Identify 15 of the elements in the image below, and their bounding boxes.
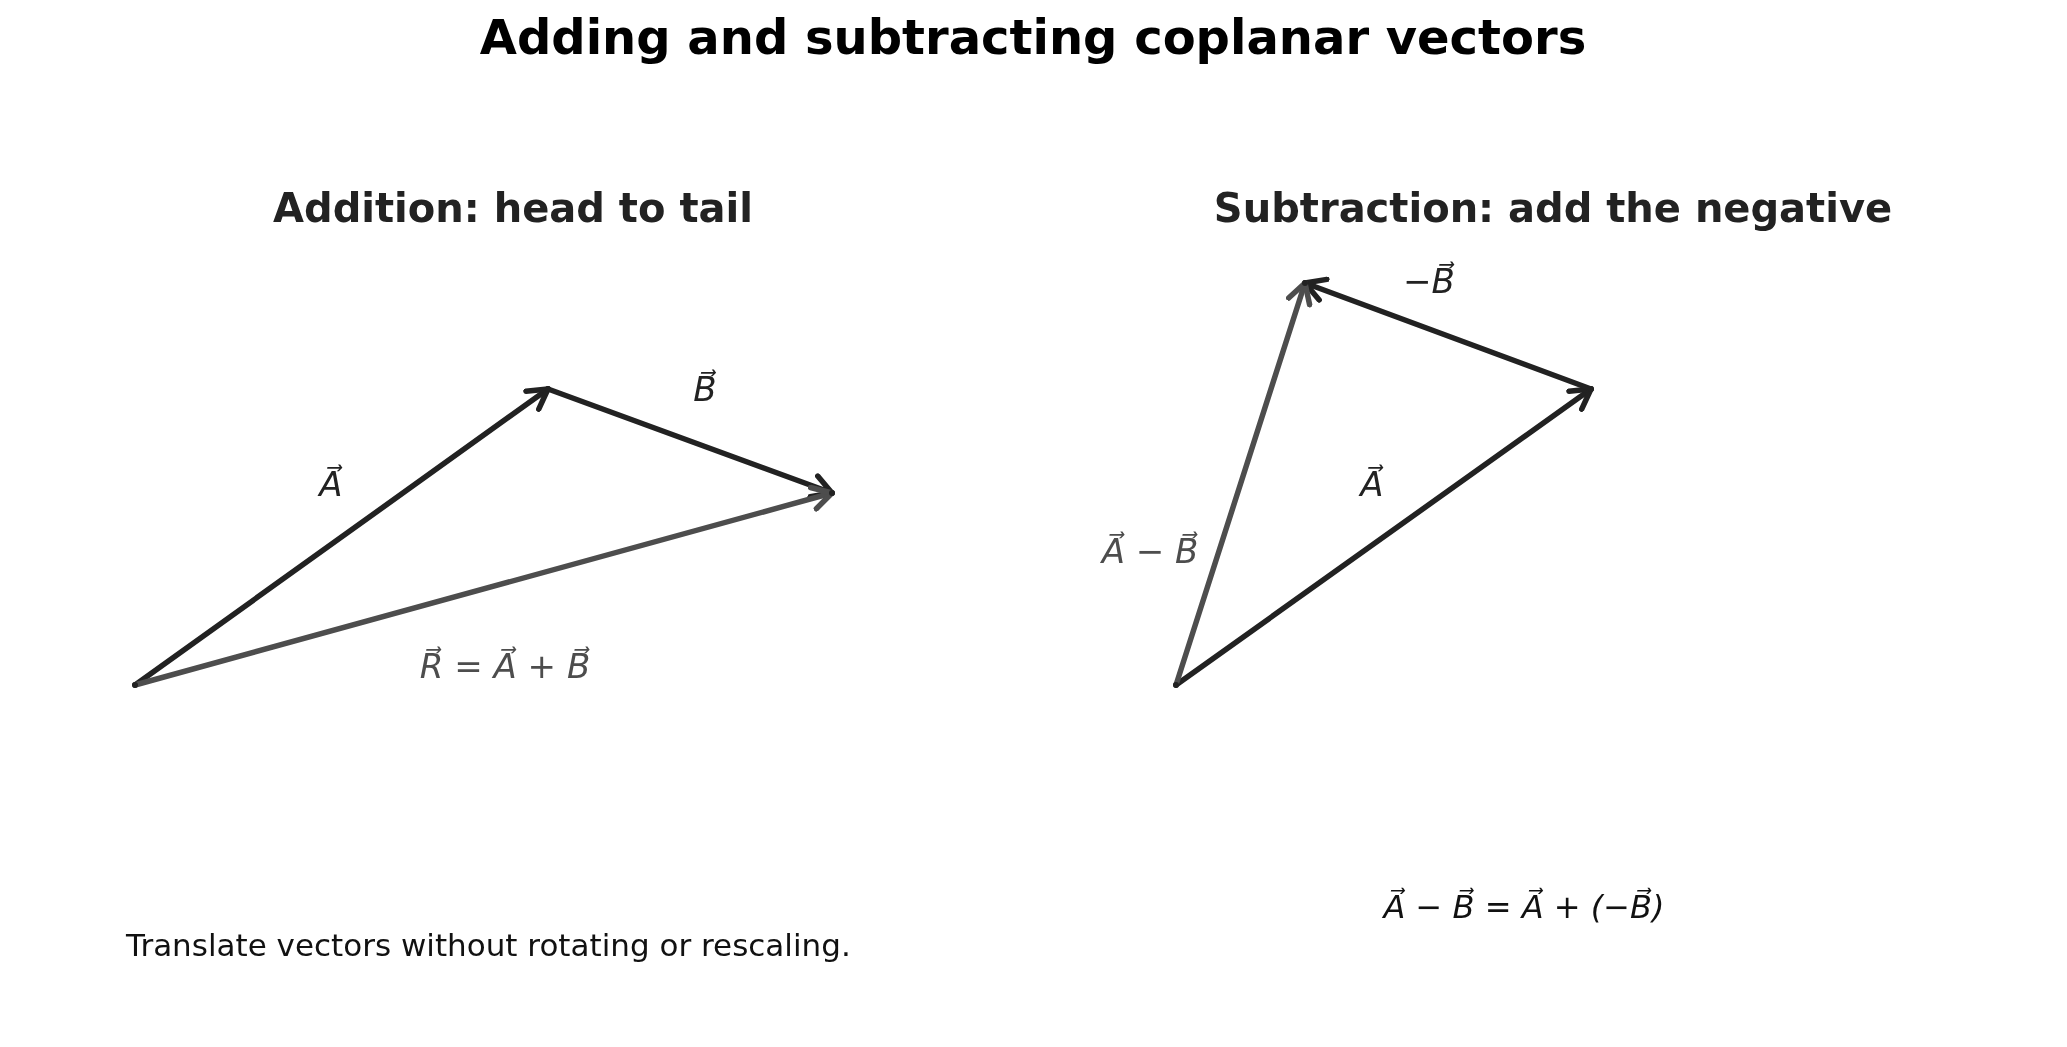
equation: A⃗ − B⃗ = A⃗ + (−B⃗) (1383, 888, 1665, 926)
vector-label: B⃗ (693, 369, 717, 409)
vector-label: −B⃗ (1403, 261, 1455, 301)
vertex-point (1173, 682, 1179, 688)
diagram-title: Adding and subtracting coplanar vectors (479, 9, 1587, 65)
vector-label: A⃗ − B⃗ (1101, 531, 1199, 571)
note-text: Translate vectors without rotating or rescaling. (126, 927, 851, 963)
panel-title: Addition: head to tail (273, 185, 753, 231)
vector-label: A⃗ (1360, 464, 1384, 504)
vertex-point (1302, 280, 1308, 286)
vector-label: R⃗ = A⃗ + B⃗ (419, 646, 591, 686)
vertex-point (132, 682, 138, 688)
vector-label: A⃗ (319, 464, 343, 504)
panel-title: Subtraction: add the negative (1213, 185, 1893, 231)
vertex-point (829, 490, 835, 496)
